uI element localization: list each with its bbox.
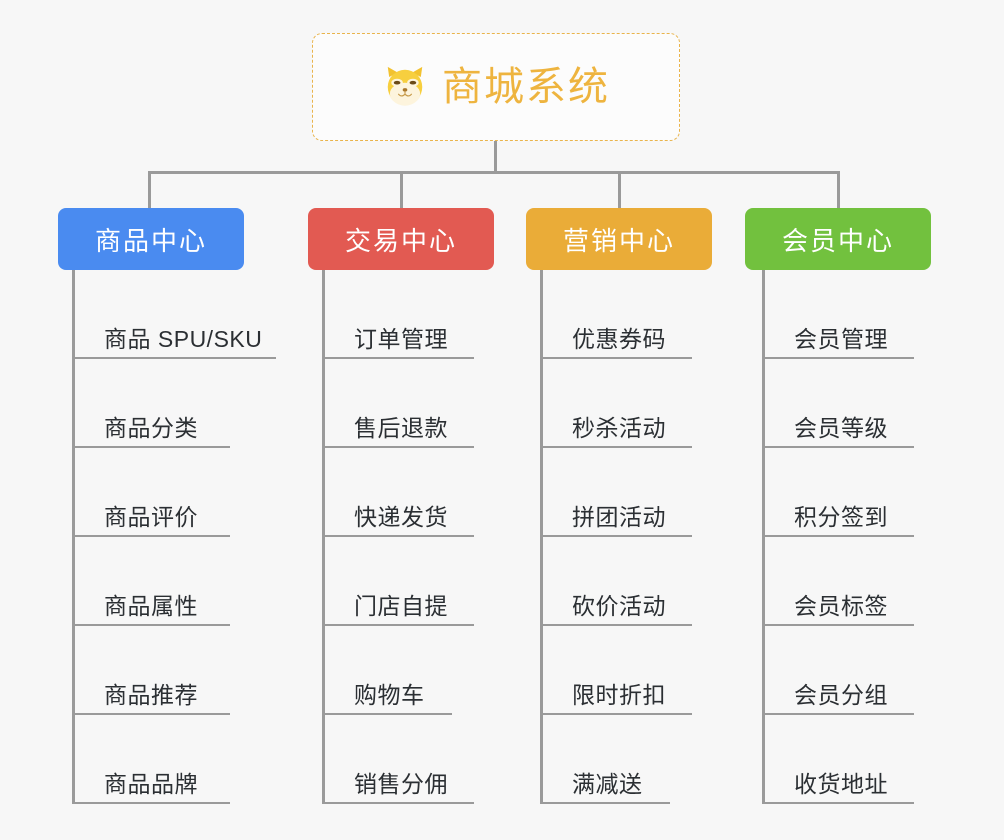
leaf-trunk-line [762,270,765,804]
leaf-item[interactable]: 订单管理 [322,270,474,359]
leaf-item[interactable]: 购物车 [322,626,452,715]
root-node-title: 商城系统 [442,65,610,109]
leaf-item-label: 商品分类 [104,415,198,442]
leaf-item[interactable]: 商品属性 [72,537,230,626]
category-label: 交易中心 [344,225,457,256]
leaf-item-label: 秒杀活动 [572,415,666,442]
leaf-item[interactable]: 商品品牌 [72,715,230,804]
leaf-item-label: 售后退款 [354,415,448,442]
leaf-item-label: 订单管理 [354,326,448,353]
connector-horizontal-bus [148,171,840,174]
leaf-item-label: 满减送 [572,771,643,798]
leaf-item[interactable]: 售后退款 [322,359,474,448]
connector-drop-category-3 [618,171,621,209]
leaf-item-label: 商品推荐 [104,682,198,709]
leaf-item[interactable]: 会员管理 [762,270,914,359]
leaf-item[interactable]: 会员分组 [762,626,914,715]
leaf-item-label: 商品品牌 [104,771,198,798]
leaf-item-label: 优惠券码 [572,326,666,353]
leaf-item[interactable]: 满减送 [540,715,670,804]
leaf-item[interactable]: 优惠券码 [540,270,692,359]
leaf-item[interactable]: 砍价活动 [540,537,692,626]
leaf-item[interactable]: 商品分类 [72,359,230,448]
category-label: 营销中心 [562,225,675,256]
leaf-item-label: 会员标签 [794,593,888,620]
leaf-item-label: 收货地址 [794,771,888,798]
root-node-card[interactable]: 商城系统 [312,33,680,141]
leaf-item-label: 会员分组 [794,682,888,709]
leaf-item-label: 砍价活动 [572,593,666,620]
category-label: 会员中心 [781,225,894,256]
leaf-item-label: 商品 SPU/SKU [104,326,263,353]
leaf-item[interactable]: 门店自提 [322,537,474,626]
leaf-trunk-line [72,270,75,804]
leaf-item-label: 门店自提 [354,593,448,620]
leaf-item[interactable]: 会员标签 [762,537,914,626]
connector-drop-category-1 [148,171,151,209]
leaf-item[interactable]: 商品 SPU/SKU [72,270,276,359]
connector-drop-category-4 [837,171,840,209]
leaf-item[interactable]: 商品推荐 [72,626,230,715]
leaf-item-label: 积分签到 [794,504,888,531]
leaf-item[interactable]: 限时折扣 [540,626,692,715]
leaf-item[interactable]: 秒杀活动 [540,359,692,448]
leaf-item-label: 商品属性 [104,593,198,620]
shiba-dog-face-icon [382,64,428,110]
category-card-shangpin-zhongxin[interactable]: 商品中心 [58,208,244,270]
leaf-item-label: 购物车 [354,682,425,709]
leaf-item-label: 销售分佣 [354,771,448,798]
leaf-item-label: 会员等级 [794,415,888,442]
leaf-item[interactable]: 销售分佣 [322,715,474,804]
leaf-item[interactable]: 会员等级 [762,359,914,448]
category-card-yingxiao-zhongxin[interactable]: 营销中心 [526,208,712,270]
leaf-item[interactable]: 积分签到 [762,448,914,537]
category-card-jiaoyi-zhongxin[interactable]: 交易中心 [308,208,494,270]
leaf-item-label: 商品评价 [104,504,198,531]
category-label: 商品中心 [94,225,207,256]
leaf-item-label: 快递发货 [354,504,448,531]
category-card-huiyuan-zhongxin[interactable]: 会员中心 [745,208,931,270]
leaf-trunk-line [540,270,543,804]
leaf-item[interactable]: 商品评价 [72,448,230,537]
leaf-trunk-line [322,270,325,804]
leaf-item-label: 拼团活动 [572,504,666,531]
leaf-item[interactable]: 收货地址 [762,715,914,804]
leaf-item-label: 会员管理 [794,326,888,353]
leaf-item-label: 限时折扣 [572,682,666,709]
connector-root-stem [494,141,497,173]
leaf-item[interactable]: 拼团活动 [540,448,692,537]
leaf-item[interactable]: 快递发货 [322,448,474,537]
connector-drop-category-2 [400,171,403,209]
